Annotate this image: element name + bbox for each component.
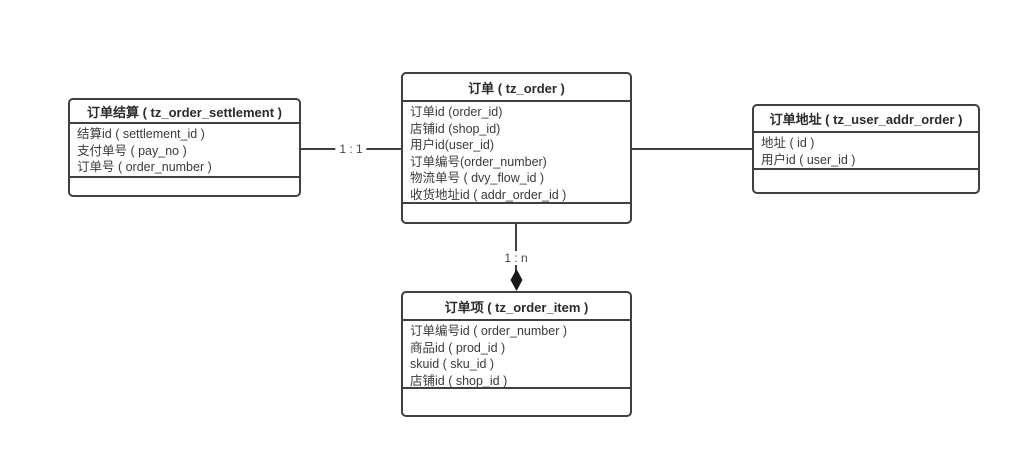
entity-title: 订单地址 ( tz_user_addr_order )	[754, 106, 978, 133]
entity-footer	[403, 389, 630, 415]
entity-footer	[403, 204, 630, 222]
connector-label-one-to-n: 1 : n	[500, 251, 532, 265]
entity-field: 订单号 ( order_number )	[77, 160, 212, 174]
connector-label-one-to-one: 1 : 1	[335, 142, 367, 156]
entity-field: 用户id(user_id)	[410, 138, 495, 152]
entity-fields: 地址 ( id ) 用户id ( user_id )	[754, 133, 978, 170]
entity-title: 订单结算 ( tz_order_settlement )	[70, 100, 299, 124]
entity-fields: 订单id (order_id) 店铺id (shop_id) 用户id(user…	[403, 102, 630, 204]
entity-field: 支付单号 ( pay_no )	[77, 143, 187, 158]
entity-fields: 结算id ( settlement_id ) 支付单号 ( pay_no ) 订…	[70, 124, 299, 178]
entity-field: 物流单号 ( dvy_flow_id )	[410, 171, 545, 185]
entity-field: skuid ( sku_id )	[410, 357, 495, 371]
filled-diamond-arrow-icon	[510, 269, 523, 291]
entity-field: 订单id (order_id)	[410, 105, 503, 119]
entity-field: 订单编号id ( order_number )	[410, 324, 567, 338]
entity-field: 商品id ( prod_id )	[410, 340, 506, 355]
entity-fields: 订单编号id ( order_number ) 商品id ( prod_id )…	[403, 321, 630, 389]
entity-tz-order-settlement[interactable]: 订单结算 ( tz_order_settlement ) 结算id ( sett…	[68, 98, 301, 197]
entity-field: 地址 ( id )	[761, 136, 815, 150]
entity-tz-order-item[interactable]: 订单项 ( tz_order_item ) 订单编号id ( order_num…	[401, 291, 632, 417]
entity-field: 店铺id ( shop_id )	[410, 373, 508, 388]
connector-order-addr	[631, 148, 753, 150]
entity-field: 订单编号(order_number)	[410, 154, 547, 169]
entity-tz-user-addr-order[interactable]: 订单地址 ( tz_user_addr_order ) 地址 ( id ) 用户…	[752, 104, 980, 194]
entity-tz-order[interactable]: 订单 ( tz_order ) 订单id (order_id) 店铺id (sh…	[401, 72, 632, 224]
entity-footer	[70, 178, 299, 195]
entity-field: 店铺id (shop_id)	[410, 121, 501, 136]
entity-footer	[754, 170, 978, 192]
entity-title: 订单项 ( tz_order_item )	[403, 293, 630, 321]
entity-field: 用户id ( user_id )	[761, 152, 856, 167]
entity-field: 结算id ( settlement_id )	[77, 127, 205, 141]
entity-title: 订单 ( tz_order )	[403, 74, 630, 102]
entity-field: 收货地址id ( addr_order_id )	[410, 187, 567, 202]
